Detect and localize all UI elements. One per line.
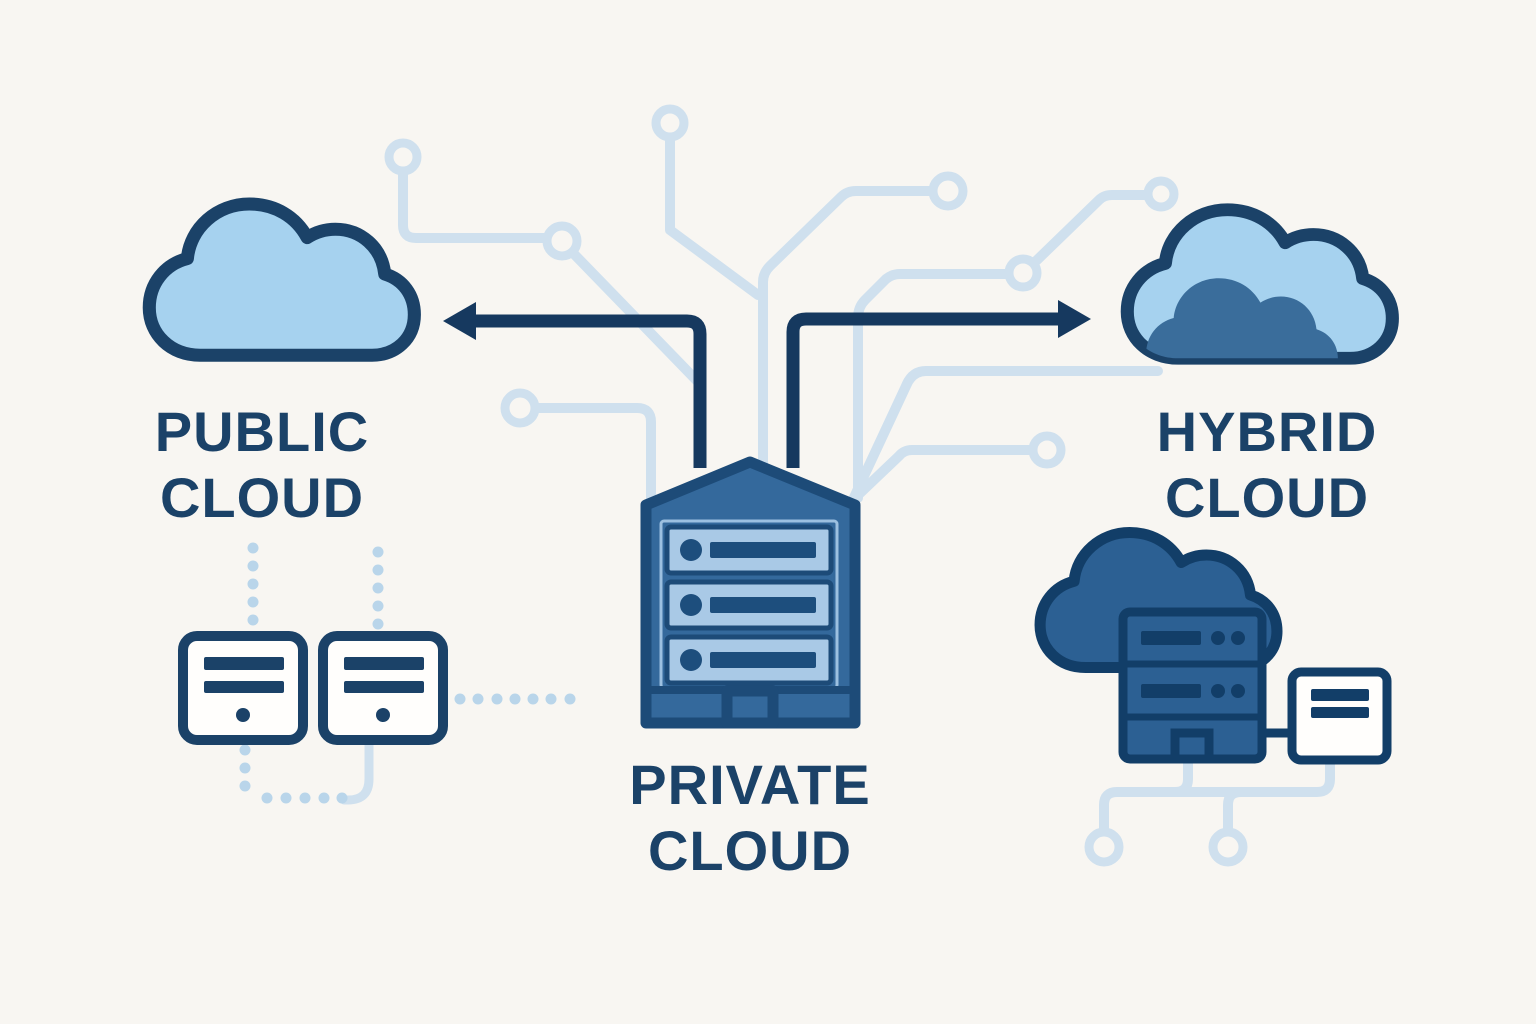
hybrid-inner-cloud-icon [1146,278,1338,359]
private-cloud-label-line2: CLOUD [647,819,853,882]
server-row-2 [664,579,834,631]
door-notch [721,685,779,729]
cloud-server-rack-icon [1034,527,1392,765]
dotted-connector-decoration [239,542,576,804]
hybrid-cloud-icon [1120,203,1399,365]
document-card-icon [1287,667,1392,765]
right-arrow-icon [786,300,1091,468]
public-cloud-label: PUBLIC CLOUD [52,399,472,531]
rack-door-notch [1170,728,1214,764]
public-cloud-icon [142,197,421,362]
hybrid-cloud-label: HYBRID CLOUD [1057,399,1477,531]
hybrid-cloud-label-line1: HYBRID [1156,400,1378,463]
left-arrow-icon [443,302,707,468]
private-cloud-server-building-icon [640,456,861,729]
private-cloud-label: PRIVATE CLOUD [540,752,960,884]
hybrid-cloud-label-line2: CLOUD [1164,466,1370,529]
server-card-icon-1 [178,631,308,745]
server-row-1 [664,524,834,576]
server-row-3 [664,634,834,686]
server-card-icon-2 [318,631,448,745]
public-cloud-label-line2: CLOUD [159,466,365,529]
private-cloud-label-line1: PRIVATE [629,753,871,816]
public-cloud-label-line1: PUBLIC [154,400,370,463]
